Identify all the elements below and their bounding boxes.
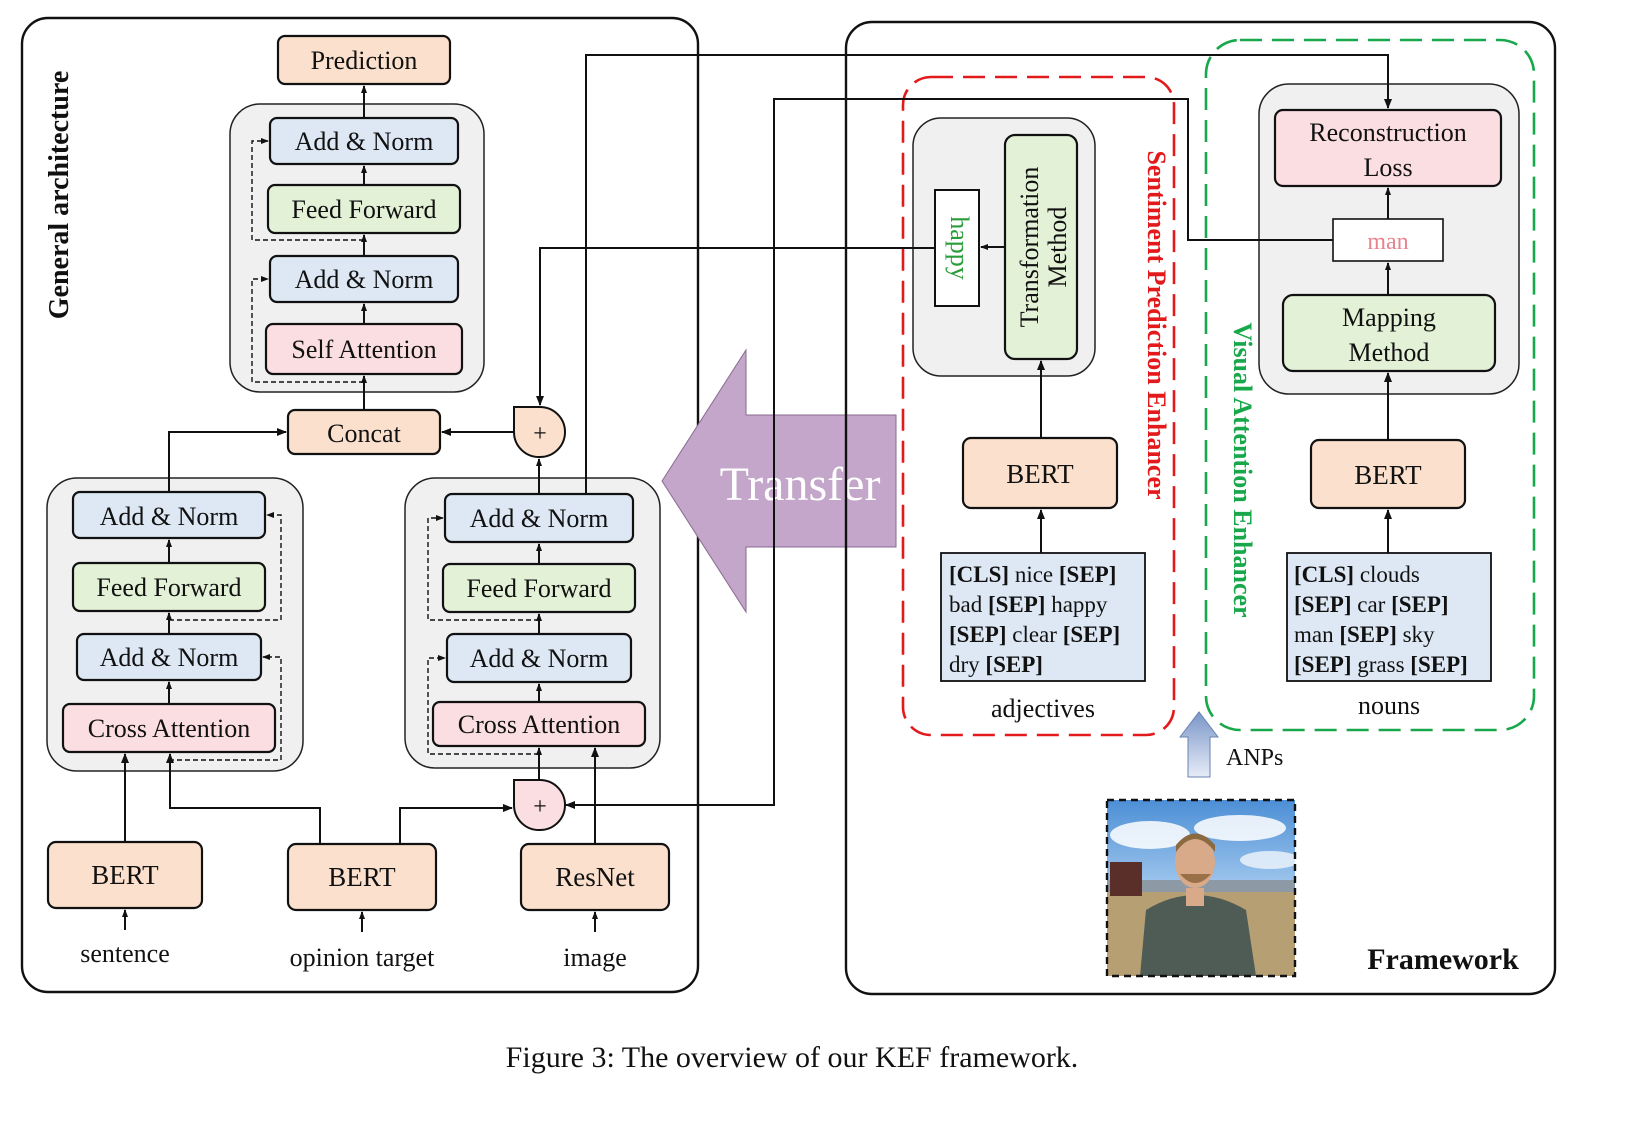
man-word-label: man <box>1367 229 1408 255</box>
sentiment-bert-label: BERT <box>1006 459 1074 489</box>
bert-target-box <box>286 842 438 912</box>
adjectives-input-line-4: dry [SEP] <box>949 652 1043 677</box>
photo-car <box>1110 862 1142 896</box>
fusion-plus-node <box>513 779 566 832</box>
left-add-norm-1-label: Add & Norm <box>100 502 239 531</box>
visual-enhancer-border <box>1204 38 1536 732</box>
sentiment-enhancer-border <box>901 75 1176 737</box>
top-add-norm-2-label: Add & Norm <box>295 265 434 294</box>
input-photo-border <box>1105 798 1297 978</box>
input-target-label: opinion target <box>290 943 435 972</box>
mapping-method-line2: Method <box>1349 338 1430 367</box>
sentiment-bert-box <box>961 436 1119 510</box>
visual-bert-box <box>1309 438 1467 510</box>
right-add-norm-2-label: Add & Norm <box>470 644 609 673</box>
adjectives-input-line-1: [CLS] nice [SEP] <box>949 562 1116 587</box>
figure-caption: Figure 3: The overview of our KEF framew… <box>506 1041 1079 1074</box>
mapping-method-line1: Mapping <box>1342 303 1436 332</box>
concat-plus-symbol: + <box>533 421 547 447</box>
framework-panel: Framework Sentiment Prediction Enhancer … <box>844 20 1557 996</box>
right-cross-attention-label: Cross Attention <box>458 710 621 739</box>
right-transformer-block <box>404 477 661 769</box>
sentiment-enhancer-title: Sentiment Prediction Enhancer <box>1142 150 1171 499</box>
right-feed-forward-label: Feed Forward <box>466 574 611 603</box>
adjectives-input-text: [CLS] nice [SEP] bad [SEP] happy [SEP] cle… <box>949 562 1120 677</box>
input-sentence-label: sentence <box>80 939 170 968</box>
right-add-norm-1-label: Add & Norm <box>470 504 609 533</box>
left-transformer-block <box>46 477 304 772</box>
concat-plus-node <box>513 406 566 459</box>
concat-label: Concat <box>327 419 401 448</box>
bert-target-label: BERT <box>328 862 396 892</box>
transfer-label: Transfer <box>720 458 881 511</box>
self-attention-label: Self Attention <box>291 335 436 364</box>
nouns-input-box <box>1286 552 1492 682</box>
nouns-input-line-2: [SEP] car [SEP] <box>1294 592 1449 617</box>
adjectives-input-line-3: [SEP] clear [SEP] <box>949 622 1120 647</box>
visual-enhancer-title: Visual Attention Enhancer <box>1228 322 1257 617</box>
cross-panel-connectors <box>536 54 1392 809</box>
transformation-method-line2: Method <box>1043 207 1072 288</box>
reconstruction-loss-box <box>1273 108 1503 188</box>
left-add-norm-2-label: Add & Norm <box>100 643 239 672</box>
left-feed-forward-label: Feed Forward <box>96 573 241 602</box>
anps-label: ANPs <box>1226 745 1283 771</box>
general-architecture-title: General architecture <box>44 71 75 320</box>
prediction-label: Prediction <box>311 46 418 75</box>
input-image-label: image <box>563 943 627 972</box>
reconstruction-loss-line2: Loss <box>1363 153 1412 182</box>
left-cross-attention-label: Cross Attention <box>88 714 251 743</box>
resnet-label: ResNet <box>555 862 635 892</box>
top-transformer-block <box>229 103 485 393</box>
framework-title: Framework <box>1367 943 1519 976</box>
nouns-input-line-3: man [SEP] sky <box>1294 622 1435 647</box>
nouns-input-text: [CLS] clouds [SEP] car [SEP] man [SEP] sky… <box>1294 562 1468 677</box>
happy-word-label: happy <box>945 216 974 280</box>
adjectives-input-line-2: bad [SEP] happy <box>949 592 1108 617</box>
anps-arrow <box>1178 711 1220 778</box>
happy-word-box <box>934 189 980 307</box>
concat-box <box>286 408 442 456</box>
adjectives-caption: adjectives <box>991 694 1095 723</box>
visual-bert-label: BERT <box>1354 460 1422 490</box>
nouns-caption: nouns <box>1358 691 1420 720</box>
top-add-norm-1-label: Add & Norm <box>295 127 434 156</box>
general-architecture-panel: General architecture Prediction Add & No… <box>20 16 700 994</box>
bert-sentence-label: BERT <box>91 860 159 890</box>
nouns-input-line-4: [SEP] grass [SEP] <box>1294 652 1468 677</box>
adjectives-input-box <box>940 552 1146 682</box>
prediction-box <box>276 34 452 86</box>
transformation-method-line1: Transformation <box>1015 167 1044 328</box>
transfer-arrow: Transfer <box>661 348 897 614</box>
top-feed-forward-label: Feed Forward <box>291 195 436 224</box>
nouns-input-line-1: [CLS] clouds <box>1294 562 1420 587</box>
input-photo <box>1107 800 1300 976</box>
fusion-plus-symbol: + <box>533 794 547 820</box>
reconstruction-loss-line1: Reconstruction <box>1309 118 1466 147</box>
